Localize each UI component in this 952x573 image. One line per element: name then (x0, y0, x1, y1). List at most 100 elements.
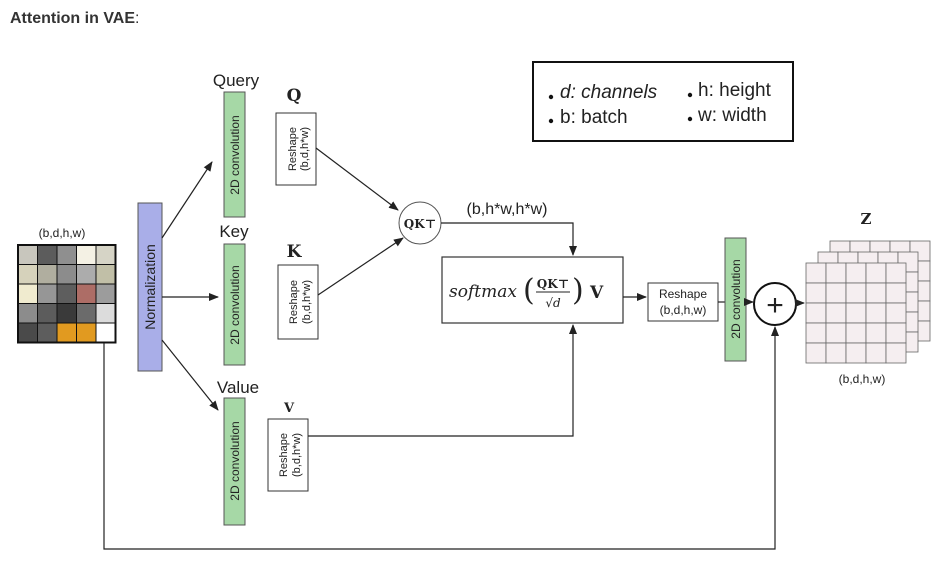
output-cell (805, 342, 827, 364)
input-cell (56, 283, 77, 304)
reshape-out-line1: Reshape (659, 287, 707, 301)
input-cell (37, 303, 58, 324)
add-symbol: + (766, 289, 784, 322)
output-cell (845, 342, 867, 364)
value-reshape-line1: Reshape (278, 433, 290, 477)
output-cell (885, 342, 907, 364)
arrow-k-to-qk (317, 237, 404, 296)
softmax-tail: V (589, 283, 604, 303)
query-symbol: Q (287, 86, 302, 106)
legend-bullet-channels (548, 94, 554, 100)
input-cell (76, 283, 97, 304)
input-cell (76, 264, 97, 285)
key-label: Key (219, 222, 249, 241)
input-cell (37, 264, 58, 285)
query-reshape-line2: (b,d,h*w) (299, 127, 311, 171)
arrow-norm-to-query (161, 161, 213, 239)
qk-shape-label: (b,h*w,h*w) (467, 201, 548, 218)
input-border (17, 244, 117, 344)
input-cell (95, 283, 116, 304)
softmax-lparen: ( (523, 273, 535, 308)
output-cell (865, 302, 887, 324)
residual-connection (103, 326, 779, 550)
output-conv-label: 2D convolution (729, 259, 743, 338)
value-conv-block (223, 397, 246, 526)
value-symbol: V (283, 401, 295, 416)
input-cell (95, 244, 116, 265)
page-title: Attention in VAE: (10, 10, 139, 28)
softmax-denominator: √d (545, 296, 561, 310)
legend-batch: b: batch (560, 107, 628, 128)
output-cell (885, 262, 907, 284)
qk-node-label: QK⊤ (404, 217, 436, 231)
output-cell (865, 282, 887, 304)
input-cell (95, 303, 116, 324)
legend-bullet-width (687, 116, 693, 122)
output-cell (865, 342, 887, 364)
output-cell (865, 262, 887, 284)
query-conv-label: 2D convolution (228, 115, 242, 194)
value-conv-label: 2D convolution (228, 421, 242, 500)
legend-channels: d: channels (560, 82, 658, 103)
output-cell (825, 262, 847, 284)
input-cell (17, 303, 38, 324)
input-feature-map (17, 244, 117, 344)
input-cell (56, 303, 77, 324)
legend-box (532, 61, 794, 142)
key-symbol: K (287, 242, 303, 262)
query-reshape-line1: Reshape (287, 127, 299, 171)
legend-height: h: height (698, 80, 772, 101)
input-cell (56, 244, 77, 265)
output-cell (885, 302, 907, 324)
input-cell (37, 244, 58, 265)
output-feature-map (805, 240, 931, 364)
input-cell (37, 322, 58, 343)
key-conv-block (223, 243, 246, 366)
output-cell (885, 322, 907, 344)
softmax-numerator: QK⊤ (537, 277, 569, 291)
attention-diagram: d: channels h: height b: batch w: width … (17, 61, 931, 550)
arrow-v-to-softmax (308, 324, 577, 437)
query-conv-block (223, 91, 246, 218)
output-cell (845, 302, 867, 324)
key-reshape-box (277, 264, 319, 340)
output-cell (845, 322, 867, 344)
title-text: Attention in VAE (10, 10, 136, 27)
value-reshape-line2: (b,d,h*w) (291, 433, 303, 477)
query-label: Query (213, 71, 260, 90)
arrow-norm-to-value (161, 339, 219, 411)
softmax-fn: softmax (449, 282, 517, 302)
output-cell (825, 322, 847, 344)
output-cell (845, 282, 867, 304)
output-cell (805, 282, 827, 304)
input-cell (95, 264, 116, 285)
key-reshape-line1: Reshape (288, 280, 300, 324)
legend-bullet-height (687, 92, 693, 98)
title-colon: : (135, 10, 140, 27)
value-reshape-box (267, 418, 309, 492)
output-cell (825, 302, 847, 324)
output-cell (805, 322, 827, 344)
input-cell (17, 244, 38, 265)
input-cell (56, 322, 77, 343)
input-cell (37, 283, 58, 304)
output-cell (885, 282, 907, 304)
key-conv-label: 2D convolution (228, 265, 242, 344)
input-cell (76, 244, 97, 265)
output-symbol: Z (861, 210, 872, 228)
legend-width: w: width (697, 105, 767, 126)
reshape-out-line2: (b,d,h,w) (660, 303, 707, 317)
input-cell (17, 283, 38, 304)
query-reshape-box (275, 112, 317, 186)
key-reshape-line2: (b,d,h*w) (301, 280, 313, 324)
input-cell (76, 322, 97, 343)
input-cell (95, 322, 116, 343)
normalization-block (137, 202, 163, 372)
output-shape-label: (b,d,h,w) (839, 372, 886, 386)
output-cell (825, 342, 847, 364)
input-shape-label: (b,d,h,w) (39, 226, 86, 240)
legend: d: channels h: height b: batch w: width (532, 61, 794, 142)
value-label: Value (217, 378, 259, 397)
output-cell (805, 262, 827, 284)
input-cell (17, 322, 38, 343)
